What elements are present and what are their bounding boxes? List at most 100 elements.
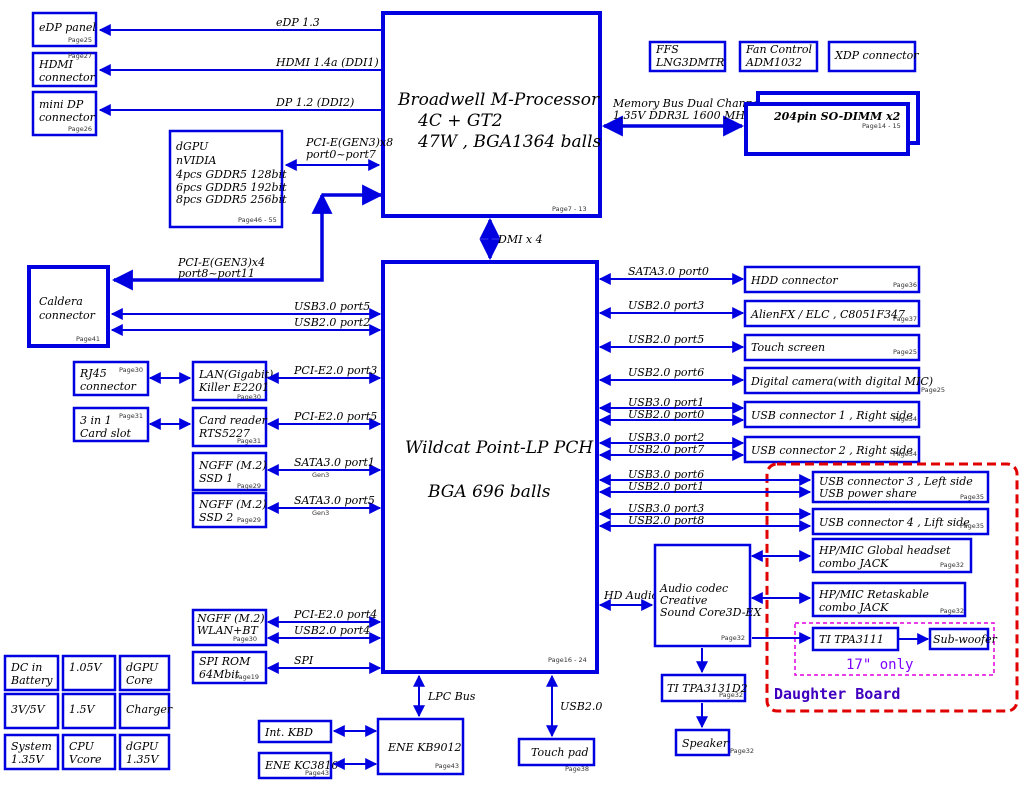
audio-label3: Sound Core3D-EX: [660, 606, 762, 619]
ssd1-gen: Gen3: [312, 471, 329, 479]
lan-page: Page30: [237, 393, 261, 401]
wlan-label1: NGFF (M.2): [196, 612, 265, 625]
edp-bus: eDP 1.3: [276, 16, 320, 29]
dgpu-line-3: 4pcs GDDR5 128bit: [175, 168, 287, 181]
ssd2-page: Page29: [237, 516, 261, 524]
int-kbd-box: [257, 719, 333, 744]
cpu-box: [381, 11, 602, 218]
pch-box: [381, 260, 599, 674]
camera-bus: USB2.0 port6: [628, 366, 704, 379]
power-label: dGPU: [126, 740, 159, 753]
tpa3131-label: TI TPA3131D2: [667, 682, 748, 695]
minidp-bus: DP 1.2 (DDI2): [275, 96, 354, 109]
minidp-page: Page26: [68, 125, 92, 133]
cpu-gt: 4C + GT2: [417, 111, 503, 131]
jack1-label1: HP/MIC Global headset: [818, 544, 951, 557]
caldera-pcie2: port8~port11: [178, 267, 255, 280]
dgpu-bus2: port0~port7: [306, 148, 376, 161]
tpa3131-page: Page32: [719, 691, 743, 699]
edp-panel-box: [31, 11, 98, 48]
usb2-bus1: USB3.0 port2: [628, 431, 704, 444]
ene-kb9012-page: Page43: [435, 762, 459, 770]
caldera-label1: Caldera: [39, 295, 83, 308]
power-label: Core: [126, 674, 153, 687]
touchpad-bus: USB2.0: [560, 700, 602, 713]
hdmi-label1: HDMI: [38, 58, 74, 71]
dgpu-bus1: PCI-E(GEN3)x8: [305, 136, 393, 149]
usb3-box: [811, 470, 990, 504]
speaker-page: Page32: [730, 747, 754, 755]
edp-page: Page25: [68, 36, 92, 44]
minidp-label2: connector: [39, 111, 96, 124]
touchpad-label: Touch pad: [531, 746, 589, 759]
camera-label: Digital camera(with digital MIC): [750, 375, 933, 388]
ssd2-label2: SSD 2: [199, 511, 233, 524]
ssd1-label1: NGFF (M.2): [198, 459, 267, 472]
touchpad-page: Page38: [565, 765, 589, 773]
touchscreen-box: [743, 333, 921, 362]
jack1-box: [811, 537, 973, 574]
dgpu-page: Page46 - 55: [238, 216, 277, 224]
spirom-label1: SPI ROM: [199, 655, 251, 668]
power-label: CPU: [69, 740, 95, 753]
camera-page: Page25: [921, 386, 945, 394]
power-cell: [3, 654, 60, 692]
only17-frame: [794, 622, 995, 676]
fan-label2: ADM1032: [745, 56, 802, 69]
daughter-board-label: Daughter Board: [774, 685, 900, 703]
touchscreen-label: Touch screen: [751, 341, 825, 354]
dmi-label: DMI x 4: [497, 233, 543, 246]
audio-label2: Creative: [660, 594, 708, 607]
jack2-page: Page32: [940, 607, 964, 615]
cardreader-label1: Card reader: [199, 414, 268, 427]
hdmi-box: [31, 51, 98, 88]
spirom-label2: 64Mbit: [199, 668, 240, 681]
touchpad-box: [517, 737, 596, 767]
hdmi-page: Page27: [68, 52, 92, 60]
wlan-bus1: PCI-E2.0 port4: [293, 608, 377, 621]
ene-kc3810-page: Page43: [305, 769, 329, 777]
ffs-box: [648, 40, 727, 73]
usb4-label: USB connector 4 , Lift side: [819, 516, 970, 529]
ene-kc3810-box: [257, 751, 333, 780]
rj45-page: Page30: [119, 366, 143, 374]
fan-control-box: [738, 40, 819, 73]
usb3-label2: USB power share: [819, 487, 917, 500]
caldera-usb2: USB2.0 port2: [294, 316, 370, 329]
speaker-label: Speaker: [682, 737, 729, 750]
tpa3131-box: [660, 673, 747, 703]
power-label: System: [11, 740, 52, 753]
usb1-bus2: USB2.0 port0: [628, 408, 704, 421]
spirom-box: [191, 650, 268, 685]
hdaudio-label: HD Audio: [603, 589, 658, 602]
power-cell: [118, 692, 171, 730]
speaker-box: [674, 728, 731, 757]
power-cell: [61, 654, 117, 692]
lpc-label: LPC Bus: [427, 690, 476, 703]
dgpu-line-1: dGPU: [176, 140, 209, 153]
audio-codec-box: [653, 543, 752, 648]
wlan-page: Page30: [233, 635, 257, 643]
rj45-label2: connector: [80, 380, 137, 393]
usb2-page: Page34: [893, 450, 917, 458]
cpu-page: Page7 - 13: [552, 205, 587, 213]
caldera-label2: connector: [39, 309, 96, 322]
usb3-label1: USB connector 3 , Left side: [819, 475, 973, 488]
memory-bus1: Memory Bus Dual Channel: [612, 97, 763, 110]
jack2-box: [811, 581, 967, 618]
cardslot-label1: 3 in 1: [80, 414, 112, 427]
pch-page: Page16 - 24: [548, 656, 587, 664]
hdd-label: HDD connector: [750, 274, 838, 287]
ssd1-bus: SATA3.0 port1: [294, 456, 375, 469]
power-label: 3V/5V: [11, 703, 46, 716]
power-label: DC in: [10, 661, 42, 674]
caldera-usb3: USB3.0 port5: [294, 300, 370, 313]
cpu-power: 47W , BGA1364 balls: [417, 132, 602, 152]
alienfx-bus: USB2.0 port3: [628, 299, 704, 312]
power-label: dGPU: [126, 661, 159, 674]
power-cell: [118, 733, 171, 771]
usb3-page: Page35: [960, 493, 984, 501]
lan-box: [191, 360, 268, 402]
jack2-label2: combo JACK: [819, 601, 889, 614]
